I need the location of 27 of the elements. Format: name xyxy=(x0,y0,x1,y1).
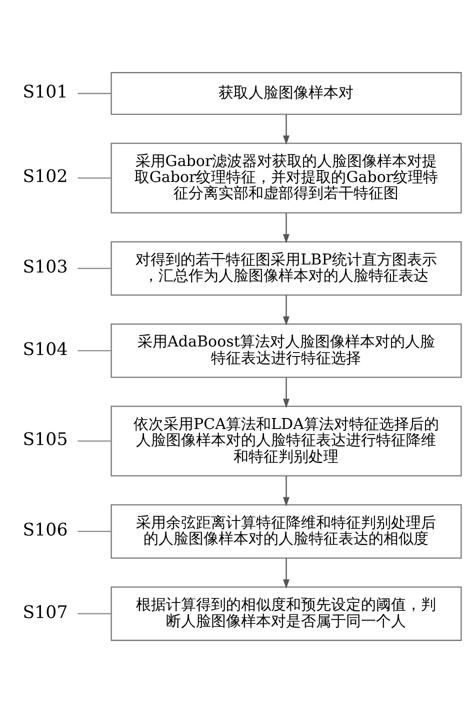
node-box: 采用余弦距离计算特征降维和特征判别处理后的人脸图像样本对的人脸特征表达的相似度 xyxy=(110,504,462,559)
node-text: S103 xyxy=(22,258,68,278)
node-box: 根据计算得到的相似度和预先设定的阈值，判断人脸图像样本对是否属于同一个人 xyxy=(110,586,462,641)
connector xyxy=(78,177,112,179)
arrow xyxy=(283,114,290,145)
node-text: S107 xyxy=(22,602,68,623)
arrow xyxy=(283,378,290,408)
arrow xyxy=(283,295,290,326)
node-text: S102 xyxy=(22,167,68,188)
arrow xyxy=(283,213,290,244)
node-text: S104 xyxy=(22,340,68,360)
connector xyxy=(78,440,112,442)
arrow xyxy=(283,476,290,506)
node-box: 采用Gabor滤波器对获取的人脸图像样本对提取Gabor纹理特征，并对提取的Gabor纹理特征分离实部和虚部得到若干特征图 xyxy=(110,142,462,214)
node-text: S105 xyxy=(22,430,68,450)
node-box: 对得到的若干特征图采用LBP统计直方图表示，汇总作为人脸图像样本对的人脸特征表达 xyxy=(110,241,462,296)
connector xyxy=(78,350,112,352)
connector xyxy=(78,268,112,270)
node-box: 采用AdaBoost算法对人脸图像样本对的人脸特征表达进行特征选择 xyxy=(110,323,462,378)
arrow xyxy=(283,558,290,589)
connector xyxy=(78,92,112,94)
node-box: 获取人脸图像样本对 xyxy=(110,72,462,115)
node-box: 依次采用PCA算法和LDA算法对特征选择后的人脸图像样本对的人脸特征表达进行特征降维和特征判别处理 xyxy=(110,406,462,476)
node-text: S101 xyxy=(22,82,68,103)
connector xyxy=(78,530,112,532)
connector xyxy=(78,613,112,614)
node-text: S106 xyxy=(22,520,68,541)
